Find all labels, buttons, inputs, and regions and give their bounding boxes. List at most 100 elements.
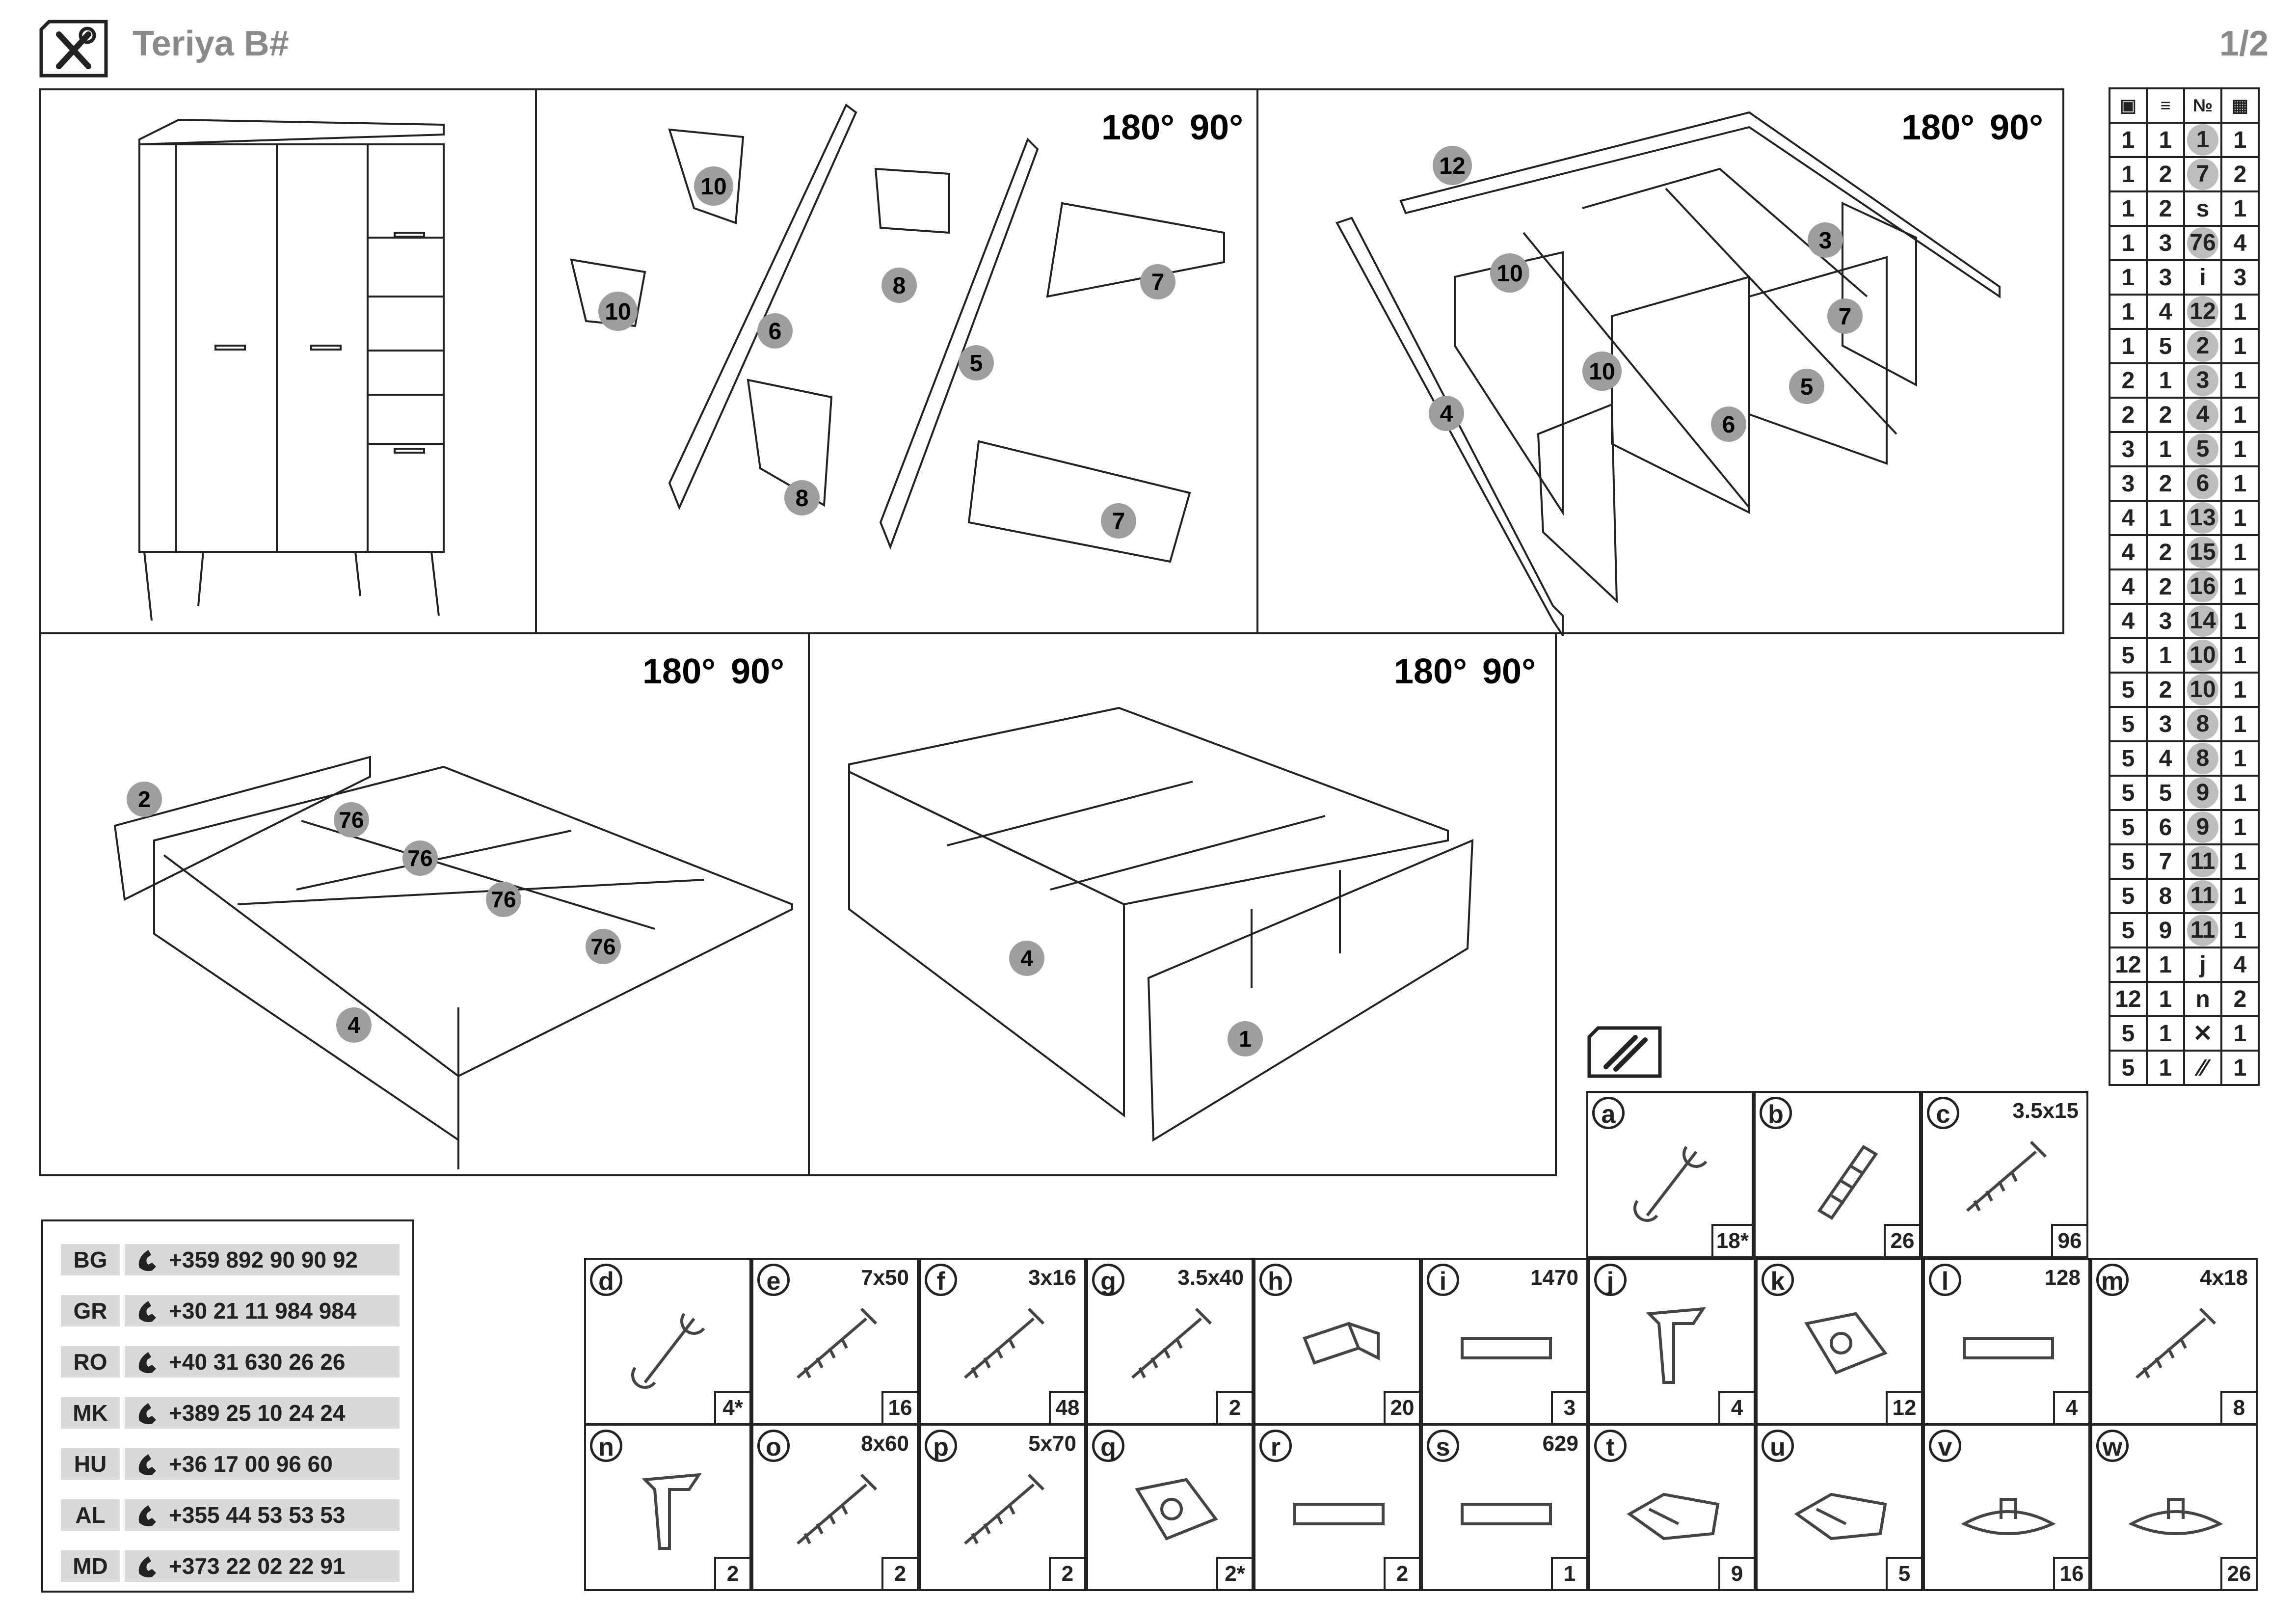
- panel-step-3: 2 76 76 76 76 4 180° 90°: [39, 632, 810, 1176]
- parts-table-cell: 1: [2146, 1015, 2185, 1052]
- part-number-cell: 10: [2183, 672, 2222, 708]
- hardware-letter: b: [1760, 1097, 1792, 1129]
- hardware-quantity: 2: [1049, 1557, 1084, 1589]
- parts-table-cell: 1: [2109, 259, 2148, 296]
- phone-icon: [134, 1503, 159, 1528]
- corner-bracket-icon: [1804, 1312, 1888, 1375]
- parts-table-cell: 1: [2220, 328, 2260, 364]
- hardware-quantity: 2: [1384, 1557, 1419, 1589]
- hardware-quantity: 18*: [1711, 1224, 1752, 1256]
- hardware-letter: d: [590, 1264, 622, 1296]
- parts-table-cell: 1: [2220, 362, 2260, 399]
- svg-text:6: 6: [769, 319, 782, 345]
- parts-table-cell: 3: [2146, 225, 2185, 261]
- parts-table-cell: 1: [2220, 500, 2260, 536]
- parts-table-cell: 1: [2146, 1050, 2185, 1086]
- hinge-icon: [1627, 1492, 1720, 1541]
- parts-table-cell: 5: [2109, 1050, 2148, 1086]
- parts-table-cell: 1: [2220, 534, 2260, 570]
- box-icon: ▣: [2109, 87, 2148, 124]
- hardware-letter: n: [590, 1430, 622, 1462]
- svg-text:12: 12: [1439, 153, 1465, 179]
- wall-plug-icon: [797, 1473, 878, 1545]
- hardware-quantity: 12: [1886, 1391, 1921, 1423]
- hardware-letter: w: [2096, 1430, 2129, 1462]
- number-header: №: [2183, 87, 2222, 124]
- hardware-letter: t: [1594, 1430, 1627, 1462]
- leg-icon: [1646, 1307, 1706, 1384]
- hardware-letter: u: [1762, 1430, 1794, 1462]
- screw-icon: [1966, 1140, 2047, 1212]
- country-code: BG: [61, 1244, 120, 1275]
- parts-table-cell: 5: [2109, 912, 2148, 948]
- screw-icon: [2136, 1307, 2216, 1379]
- hardware-item-k: k 12: [1756, 1258, 1923, 1425]
- foot-pad-icon: [1961, 1498, 2056, 1535]
- hardware-letter: i: [1427, 1264, 1459, 1296]
- svg-text:10: 10: [1589, 359, 1615, 385]
- parts-table-cell: 2: [2146, 465, 2185, 502]
- hardware-quantity: 20: [1384, 1391, 1419, 1423]
- parts-table-cell: 8: [2146, 878, 2185, 914]
- part-number-cell: 9: [2183, 809, 2222, 845]
- fitting-icon: ∕∕: [2183, 1050, 2222, 1086]
- hardware-quantity: 9: [1718, 1557, 1754, 1589]
- hardware-letter: s: [1427, 1430, 1459, 1462]
- parts-table-cell: 4: [2109, 534, 2148, 570]
- hardware-letter: p: [925, 1430, 957, 1462]
- parts-table-cell: 1: [2109, 294, 2148, 330]
- phone-icon: [134, 1554, 159, 1579]
- country-code: MK: [61, 1397, 120, 1429]
- hardware-size: 1470: [1530, 1266, 1578, 1290]
- parts-table-cell: 1: [2220, 775, 2260, 811]
- parts-table-cell: 2: [2109, 362, 2148, 399]
- parts-table-cell: 1: [2146, 981, 2185, 1017]
- phone-icon: [134, 1401, 159, 1426]
- parts-table-cell: 1: [2146, 431, 2185, 467]
- product-title: Teriya B#: [133, 24, 289, 63]
- parts-table-cell: 1: [2146, 637, 2185, 674]
- handle-icon: [1963, 1337, 2054, 1359]
- parts-table-cell: 4: [2109, 603, 2148, 639]
- parts-table-cell: 5: [2109, 740, 2148, 777]
- hardware-size: 4x18: [2200, 1266, 2248, 1290]
- parts-table-cell: 1: [2220, 190, 2260, 227]
- hardware-size: 629: [1542, 1432, 1578, 1456]
- rail-holder-icon: [1293, 1503, 1385, 1525]
- hardware-quantity: 8: [2220, 1391, 2256, 1423]
- hardware-letter: k: [1762, 1264, 1794, 1296]
- parts-table-cell: 3: [2146, 603, 2185, 639]
- parts-table-cell: 1: [2220, 672, 2260, 708]
- svg-text:6: 6: [1722, 412, 1735, 438]
- svg-text:7: 7: [1151, 270, 1165, 296]
- parts-table-cell: 4: [2109, 568, 2148, 605]
- profile-icon: [1461, 1337, 1552, 1359]
- part-label: 10: [700, 174, 726, 200]
- parts-table-header: ▣ ≡ № ▦: [2109, 87, 2260, 124]
- panel-overview: [39, 88, 537, 634]
- phone-number: +389 25 10 24 24: [125, 1397, 400, 1429]
- parts-table-cell: 1: [2146, 500, 2185, 536]
- part-number-cell: 14: [2183, 603, 2222, 639]
- svg-text:7: 7: [1839, 304, 1852, 330]
- part-number-cell: 13: [2183, 500, 2222, 536]
- svg-text:3: 3: [1819, 228, 1832, 254]
- svg-text:180°: 180°: [1394, 652, 1467, 691]
- part-number-cell: 6: [2183, 465, 2222, 502]
- hardware-letter: h: [1259, 1264, 1292, 1296]
